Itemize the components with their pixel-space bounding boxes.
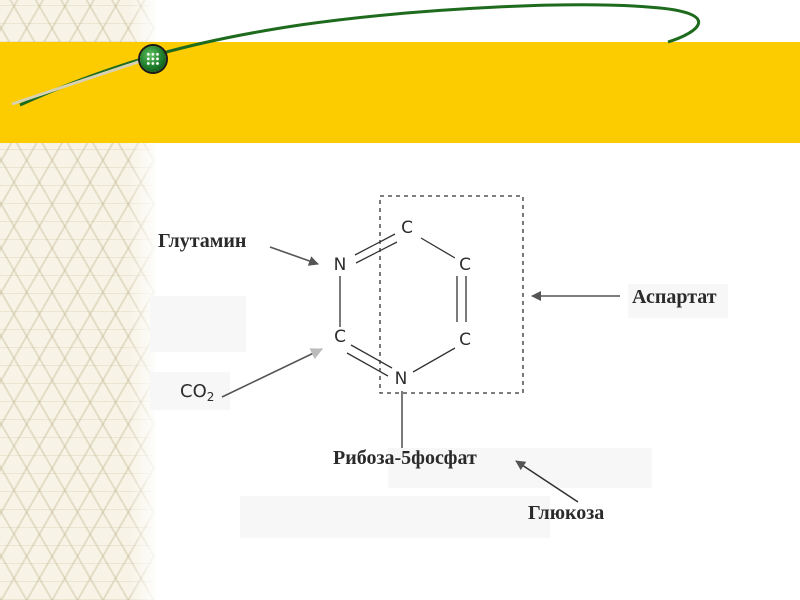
bond-c4-n3	[412, 347, 456, 373]
ring-atom-c2: C	[330, 327, 350, 347]
bond-n3-c2	[350, 344, 393, 369]
bond-n1-c6	[354, 233, 396, 256]
label-glucose: Глюкоза	[528, 502, 605, 524]
title-banner	[0, 42, 800, 143]
ring-atom-c4: C	[455, 330, 475, 350]
placeholder-box	[628, 284, 728, 318]
bond-n1-c6-double	[355, 241, 398, 264]
placeholder-box	[150, 372, 230, 410]
label-ribose-5-phosphate: Рибоза-5фосфат	[333, 447, 477, 469]
bond-c6-c5	[420, 237, 456, 259]
sphere-dots	[146, 52, 160, 66]
ring-atom-n3: N	[391, 369, 411, 389]
ring-atom-c5: C	[455, 255, 475, 275]
label-co2: CO2	[180, 381, 215, 404]
arrow-glutamine	[269, 246, 319, 266]
ring-atom-n1: N	[330, 255, 350, 275]
placeholder-box	[150, 296, 246, 352]
arrow-co2	[221, 348, 323, 398]
bond-n3-c2-double	[346, 352, 389, 377]
label-aspartate: Аспартат	[632, 286, 717, 308]
arrow-glucose	[515, 460, 579, 503]
placeholder-box	[240, 496, 550, 538]
ring-atom-c6: C	[397, 218, 417, 238]
aspartate-boundary-box	[379, 195, 524, 394]
label-glutamine: Глутамин	[158, 230, 247, 252]
